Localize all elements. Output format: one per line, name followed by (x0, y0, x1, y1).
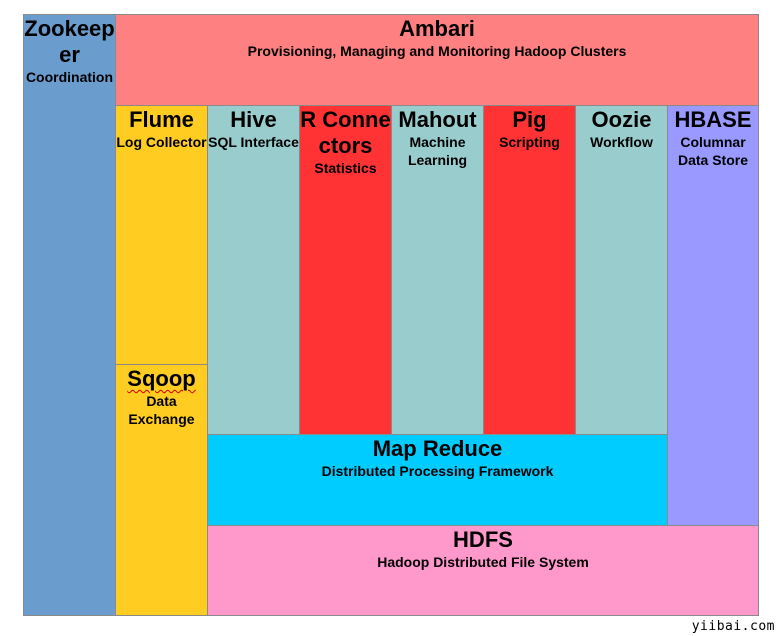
zookeeper-block: Zookeeper Coordination (23, 14, 116, 616)
oozie-block: Oozie Workflow (575, 105, 668, 435)
hdfs-subtitle: Hadoop Distributed File System (377, 554, 589, 570)
sqoop-title: Sqoop (127, 366, 196, 391)
flume-block: Flume Log Collector (115, 105, 208, 365)
map-reduce-title: Map Reduce (372, 436, 503, 461)
oozie-subtitle: Workflow (590, 134, 653, 150)
hive-subtitle: SQL Interface (208, 134, 299, 150)
hbase-subtitle: Columnar Data Store (677, 134, 749, 168)
flume-title: Flume (129, 107, 194, 132)
r-connectors-block: R Connectors Statistics (299, 105, 392, 435)
flume-subtitle: Log Collector (116, 134, 207, 150)
map-reduce-subtitle: Distributed Processing Framework (321, 463, 554, 479)
mahout-subtitle: Machine Learning (407, 134, 468, 168)
ambari-title: Ambari (399, 16, 475, 41)
sqoop-subtitle: Data Exchange (128, 393, 195, 427)
map-reduce-block: Map Reduce Distributed Processing Framew… (207, 434, 668, 526)
oozie-title: Oozie (591, 107, 652, 132)
pig-title: Pig (512, 107, 547, 132)
mahout-title: Mahout (398, 107, 477, 132)
pig-subtitle: Scripting (499, 134, 560, 150)
hdfs-block: HDFS Hadoop Distributed File System (207, 525, 759, 616)
zookeeper-subtitle: Coordination (25, 69, 114, 85)
hive-block: Hive SQL Interface (207, 105, 300, 435)
hive-title: Hive (230, 107, 277, 132)
zookeeper-title: Zookeeper (24, 16, 115, 67)
hdfs-title: HDFS (453, 527, 513, 552)
r-connectors-subtitle: Statistics (314, 160, 377, 176)
hbase-block: HBASE Columnar Data Store (667, 105, 759, 526)
r-connectors-title: R Connectors (300, 107, 391, 158)
watermark: yiibai.com (691, 619, 775, 634)
pig-block: Pig Scripting (483, 105, 576, 435)
sqoop-block: Sqoop Data Exchange (115, 364, 208, 616)
hbase-title: HBASE (674, 107, 752, 132)
ambari-subtitle: Provisioning, Managing and Monitoring Ha… (247, 43, 627, 59)
ambari-block: Ambari Provisioning, Managing and Monito… (115, 14, 759, 106)
mahout-block: Mahout Machine Learning (391, 105, 484, 435)
